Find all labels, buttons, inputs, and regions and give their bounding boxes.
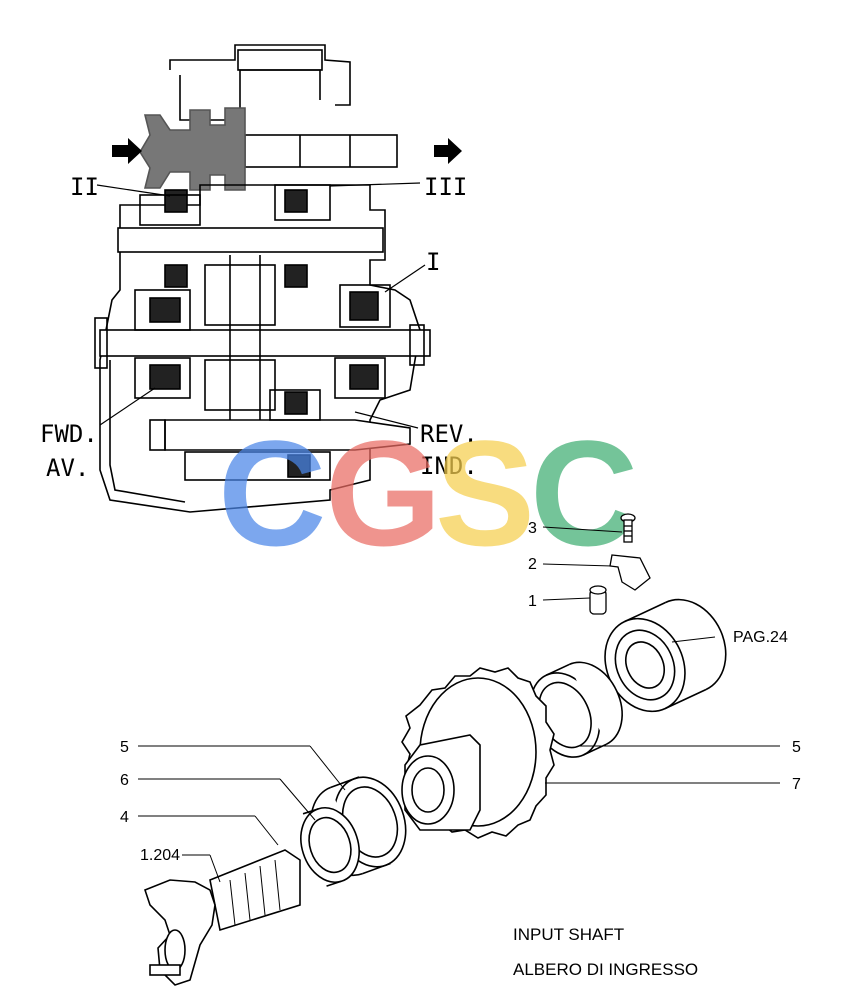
callout-5-right: 5: [792, 739, 801, 756]
callout-pag-24: PAG.24: [733, 629, 788, 646]
watermark-letter-c1: C: [218, 409, 326, 577]
callout-5-left: 5: [120, 739, 129, 756]
callout-1-204: 1.204: [140, 847, 180, 864]
exploded-input-shaft: [144, 598, 727, 986]
label-section-iii: III: [424, 173, 467, 201]
caption-italian: ALBERO DI INGRESSO: [513, 960, 698, 979]
small-part-leaders: [542, 526, 623, 601]
label-forward: FWD.: [40, 420, 98, 448]
watermark-letter-c2: C: [530, 409, 638, 577]
callout-1: 1: [528, 593, 537, 610]
section-leaders: [96, 182, 426, 429]
input-shaft-1-204: [144, 849, 301, 986]
label-section-i: I: [426, 248, 440, 276]
caption-english: INPUT SHAFT: [513, 925, 624, 944]
label-avanti: AV.: [46, 454, 89, 482]
screw-part-3: [620, 513, 636, 543]
gear-part-7: [401, 667, 555, 839]
watermark: C G S C: [218, 409, 638, 577]
watermark-letter-s: S: [435, 409, 535, 577]
label-reverse: REV.: [420, 420, 478, 448]
spacer-ring-6: [300, 807, 360, 887]
callout-7: 7: [792, 776, 801, 793]
pin-part-1: [589, 585, 607, 615]
label-section-ii: II: [70, 173, 99, 201]
ball-bearing-pag24: [604, 598, 727, 713]
callout-4: 4: [120, 809, 129, 826]
label-indietro: IND.: [420, 452, 478, 480]
callout-2: 2: [528, 556, 537, 573]
exploded-leaders: [138, 636, 780, 883]
gearbox-section-view: [94, 44, 462, 513]
callout-6: 6: [120, 772, 129, 789]
watermark-letter-g: G: [325, 409, 442, 577]
callout-3: 3: [528, 520, 537, 537]
